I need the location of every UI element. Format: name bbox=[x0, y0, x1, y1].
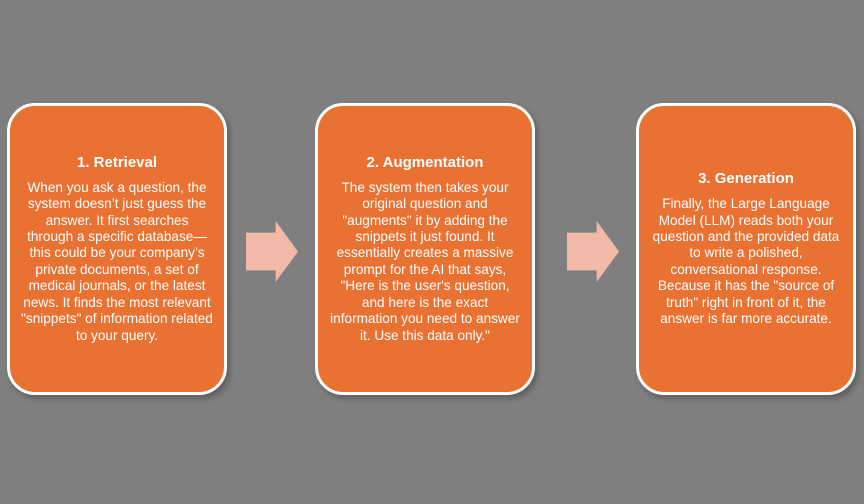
retrieval-card-title: 1. Retrieval bbox=[76, 153, 158, 171]
generation-card-body: Finally, the Large Language Model (LLM) … bbox=[652, 196, 840, 327]
retrieval-card: 1. Retrieval When you ask a question, th… bbox=[7, 103, 227, 395]
augmentation-card-content: 2. Augmentation The system then takes yo… bbox=[329, 154, 521, 344]
retrieval-card-body: When you ask a question, the system does… bbox=[21, 179, 213, 343]
retrieval-card-content: 1. Retrieval When you ask a question, th… bbox=[21, 154, 213, 344]
right-arrow-icon-2 bbox=[567, 221, 619, 282]
augmentation-card: 2. Augmentation The system then takes yo… bbox=[315, 103, 535, 395]
generation-card-content: 3. Generation Finally, the Large Languag… bbox=[650, 170, 842, 327]
right-arrow-icon-1 bbox=[246, 221, 298, 282]
augmentation-card-title: 2. Augmentation bbox=[366, 153, 484, 171]
generation-card-title: 3. Generation bbox=[698, 170, 794, 188]
augmentation-card-body: The system then takes your original ques… bbox=[330, 179, 520, 343]
generation-card: 3. Generation Finally, the Large Languag… bbox=[636, 103, 856, 395]
